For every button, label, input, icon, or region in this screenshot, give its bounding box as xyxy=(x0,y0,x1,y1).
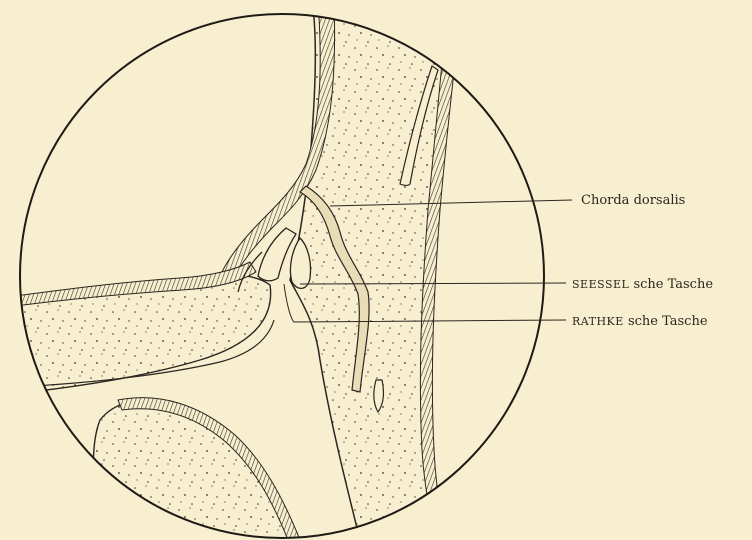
label-rathke-suffix: sche Tasche xyxy=(624,314,708,329)
field-content xyxy=(0,0,462,540)
label-rathke-name: Rathke xyxy=(572,315,624,328)
label-seessel-sche-tasche: Seessel sche Tasche xyxy=(572,277,713,292)
label-seessel-suffix: sche Tasche xyxy=(629,277,713,292)
label-rathke-sche-tasche: Rathke sche Tasche xyxy=(572,314,708,329)
label-chorda-dorsalis: Chorda dorsalis xyxy=(581,193,685,208)
label-seessel-name: Seessel xyxy=(572,278,630,291)
